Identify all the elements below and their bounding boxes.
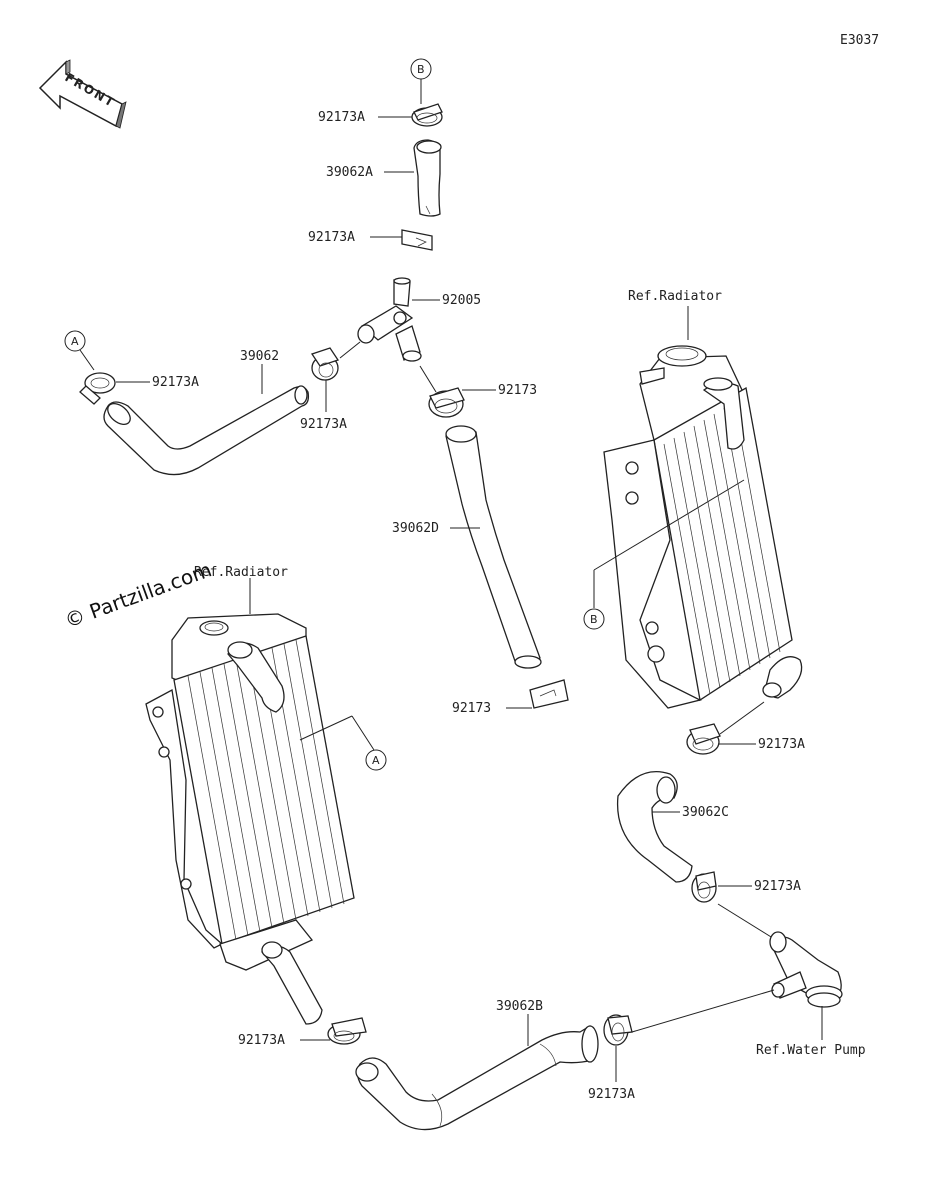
svg-text:A: A xyxy=(71,335,79,348)
fitting-92005-icon xyxy=(357,277,422,362)
marker-b-right: B xyxy=(583,479,745,630)
label-ref-radiator-left: Ref.Radiator xyxy=(194,565,288,580)
marker-a-lower: A xyxy=(299,715,387,771)
svg-text:B: B xyxy=(590,613,598,626)
radiator-left: Ref.Radiator xyxy=(145,565,355,1025)
label-hose-39062d: 39062D xyxy=(392,521,439,536)
label-clamp-joint: 92173A xyxy=(300,417,347,432)
hose-39062d xyxy=(445,425,542,669)
label-hose-39062a: 39062A xyxy=(326,165,373,180)
clamp-icon-top xyxy=(411,103,443,127)
marker-b-top: B xyxy=(410,58,432,104)
label-clamp-92173-lower: 92173 xyxy=(452,701,491,716)
clamp-icon-a-left xyxy=(79,372,116,405)
label-clamp-rad-right: 92173A xyxy=(758,737,805,752)
front-arrow-icon: FRONT xyxy=(38,59,127,129)
label-hose-39062b: 39062B xyxy=(496,999,543,1014)
marker-a-left: A xyxy=(64,330,95,371)
hose-39062b xyxy=(355,1025,599,1131)
label-clamp-a-left: 92173A xyxy=(152,375,199,390)
clamp-icon-pump-lower xyxy=(603,1014,633,1046)
hose-39062 xyxy=(103,385,310,476)
radiator-left-fins xyxy=(187,639,345,941)
label-ref-radiator-right: Ref.Radiator xyxy=(628,289,722,304)
radiator-right: Ref.Radiator xyxy=(603,289,803,709)
label-clamp-92173-right: 92173 xyxy=(498,383,537,398)
label-hose-39062c: 39062C xyxy=(682,805,729,820)
clamp-icon-left-bottom xyxy=(327,1017,367,1045)
label-clamp-pump-upper: 92173A xyxy=(754,879,801,894)
clamp-icon-92173-right xyxy=(428,387,465,418)
label-clamp-pump-lower: 92173A xyxy=(588,1087,635,1102)
label-clamp-b-top: 92173A xyxy=(318,110,365,125)
label-hose-39062: 39062 xyxy=(240,349,279,364)
clamp-icon-pump-upper xyxy=(691,871,717,903)
hose-39062c xyxy=(616,770,693,883)
hose-39062a xyxy=(413,139,442,217)
diagram-code: E3037 xyxy=(840,33,879,48)
label-clamp-mid: 92173A xyxy=(308,230,355,245)
clamp-icon-rad-right xyxy=(686,723,721,755)
water-pump-fitting-icon xyxy=(769,931,843,1008)
clamp-icon-mid xyxy=(401,229,433,251)
label-fitting-92005: 92005 xyxy=(442,293,481,308)
label-clamp-left-bottom: 92173A xyxy=(238,1033,285,1048)
clamp-icon-92173-lower xyxy=(529,679,569,709)
svg-text:B: B xyxy=(417,63,425,76)
clamp-icon-joint xyxy=(310,347,340,381)
label-ref-water-pump: Ref.Water Pump xyxy=(756,1043,866,1058)
svg-text:A: A xyxy=(372,754,380,767)
